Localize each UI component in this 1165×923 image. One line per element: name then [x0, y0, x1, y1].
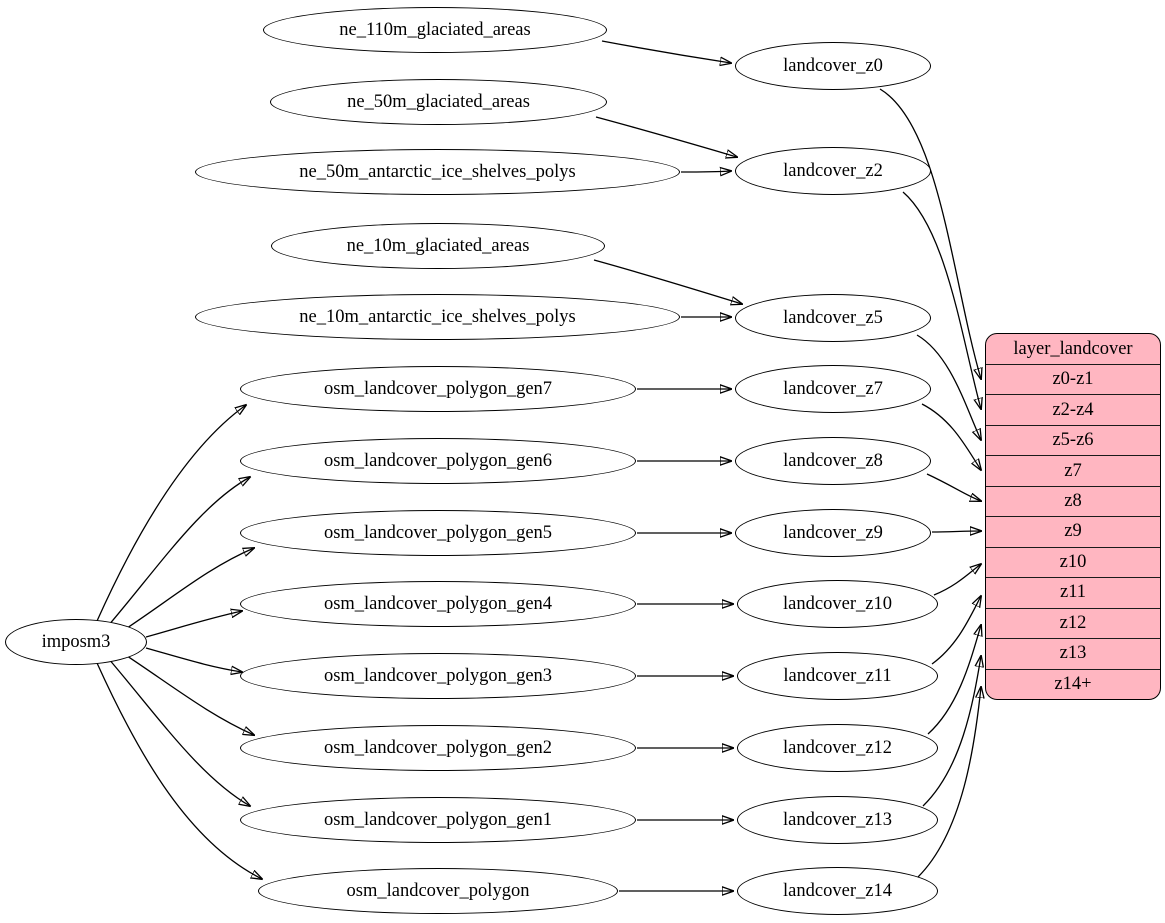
record-row-z13: z13 [986, 638, 1160, 668]
record-row-z8: z8 [986, 485, 1160, 516]
node-osm-landcover-polygon-gen1: osm_landcover_polygon_gen1 [240, 797, 636, 843]
node-osm-landcover-polygon-gen7: osm_landcover_polygon_gen7 [240, 366, 636, 412]
node-landcover-z11: landcover_z11 [737, 652, 938, 700]
node-osm-landcover-polygon-gen5: osm_landcover_polygon_gen5 [240, 510, 636, 556]
record-row-z14plus: z14+ [986, 668, 1160, 699]
record-row-z5-z6: z5-z6 [986, 424, 1160, 455]
edge-ne10m-glaciated-z5 [593, 259, 742, 304]
node-osm-landcover-polygon-gen2: osm_landcover_polygon_gen2 [240, 725, 636, 771]
edge-z13-row [922, 656, 981, 807]
edge-z14-row [917, 687, 981, 878]
edge-z2-row [902, 191, 981, 409]
edge-imposm3-polygon [96, 662, 262, 879]
node-landcover-z14: landcover_z14 [737, 867, 938, 915]
node-imposm3: imposm3 [5, 619, 147, 665]
node-ne-50m-glaciated-areas: ne_50m_glaciated_areas [270, 79, 607, 125]
node-landcover-z8: landcover_z8 [735, 437, 931, 485]
edge-imposm3-gen7 [96, 405, 246, 622]
node-osm-landcover-polygon-gen6: osm_landcover_polygon_gen6 [240, 438, 636, 484]
node-landcover-z9: landcover_z9 [735, 509, 931, 557]
record-row-z7: z7 [986, 455, 1160, 485]
edge-ne50m-glaciated-z2 [595, 116, 737, 157]
node-landcover-z2: landcover_z2 [735, 147, 931, 195]
edge-z0-row [879, 88, 981, 379]
edge-ne110m-z0 [601, 40, 731, 63]
edge-imposm3-gen4 [145, 611, 242, 638]
edge-imposm3-gen5 [120, 548, 254, 633]
edge-z10-row [933, 564, 981, 596]
edge-imposm3-gen2 [120, 651, 254, 735]
edge-z11-row [931, 596, 981, 665]
edge-z5-row [916, 334, 981, 440]
edge-z9-row [931, 531, 981, 532]
record-row-z12: z12 [986, 607, 1160, 638]
record-layer-landcover: layer_landcover z0-z1 z2-z4 z5-z6 z7 z8 … [985, 333, 1161, 700]
node-ne-10m-antarctic-ice-shelves-polys: ne_10m_antarctic_ice_shelves_polys [195, 294, 680, 340]
node-ne-10m-glaciated-areas: ne_10m_glaciated_areas [271, 223, 605, 269]
node-osm-landcover-polygon-gen3: osm_landcover_polygon_gen3 [240, 653, 636, 699]
record-row-z11: z11 [986, 577, 1160, 607]
record-title: layer_landcover [1013, 338, 1133, 359]
edge-z7-row [921, 403, 981, 470]
edge-z12-row [927, 625, 981, 735]
edge-imposm3-gen3 [145, 647, 242, 672]
node-landcover-z5: landcover_z5 [735, 294, 931, 342]
record-row-z2-z4: z2-z4 [986, 394, 1160, 424]
record-row-z9: z9 [986, 516, 1160, 546]
node-ne-50m-antarctic-ice-shelves-polys: ne_50m_antarctic_ice_shelves_polys [195, 149, 680, 195]
edge-imposm3-gen6 [107, 477, 250, 627]
node-landcover-z0: landcover_z0 [735, 42, 931, 90]
node-landcover-z10: landcover_z10 [737, 580, 938, 628]
node-landcover-z12: landcover_z12 [737, 724, 938, 772]
edge-imposm3-gen1 [107, 657, 250, 806]
edge-ne50m-antarctic-z2 [680, 171, 731, 172]
edge-z8-row [926, 473, 981, 501]
node-landcover-z13: landcover_z13 [737, 796, 938, 844]
record-row-z0-z1: z0-z1 [986, 364, 1160, 394]
node-ne-110m-glaciated-areas: ne_110m_glaciated_areas [263, 7, 607, 53]
node-landcover-z7: landcover_z7 [735, 365, 931, 413]
node-osm-landcover-polygon: osm_landcover_polygon [258, 868, 618, 914]
node-osm-landcover-polygon-gen4: osm_landcover_polygon_gen4 [240, 581, 636, 627]
record-row-z10: z10 [986, 546, 1160, 577]
